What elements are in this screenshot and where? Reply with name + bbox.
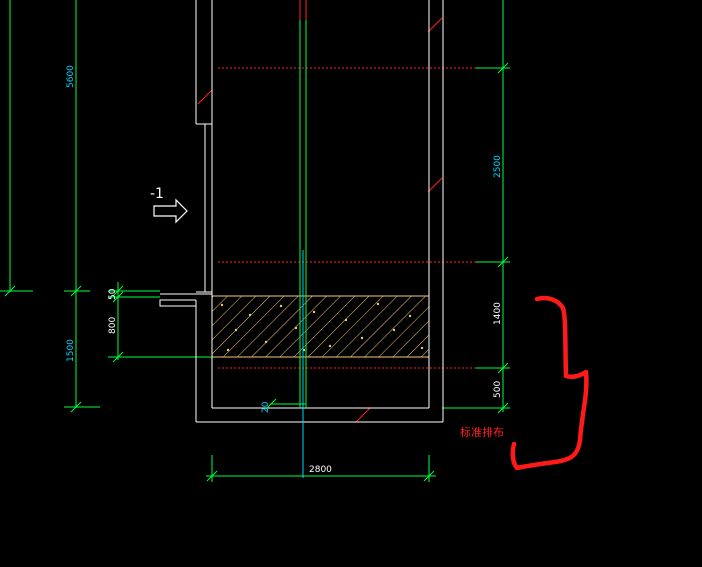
dim-50: 50 [108,288,118,300]
dim-800: 800 [108,317,118,334]
annotation-note: 标准排布 [460,425,504,439]
left-dimension-lines [0,0,212,413]
right-dimension-lines [442,0,510,414]
dim-1400: 1400 [493,302,503,325]
bottom-dimension-lines [206,455,436,482]
center-lines [265,20,307,410]
pit-walls [159,0,444,423]
section-arrow-icon [153,198,188,224]
dim-20: 20 [261,401,271,413]
dim-2500: 2500 [493,155,503,178]
red-reference-lines [218,67,476,369]
section-label: -1 [150,186,164,202]
red-wall-ticks [197,0,443,423]
red-markup-bracket [510,295,589,471]
dim-500: 500 [493,381,503,398]
hatched-foundation [211,295,430,358]
dim-2800: 2800 [309,465,332,475]
dim-5600: 5600 [66,65,76,88]
dim-1500: 1500 [66,339,76,362]
aggregate-dots [220,302,424,352]
